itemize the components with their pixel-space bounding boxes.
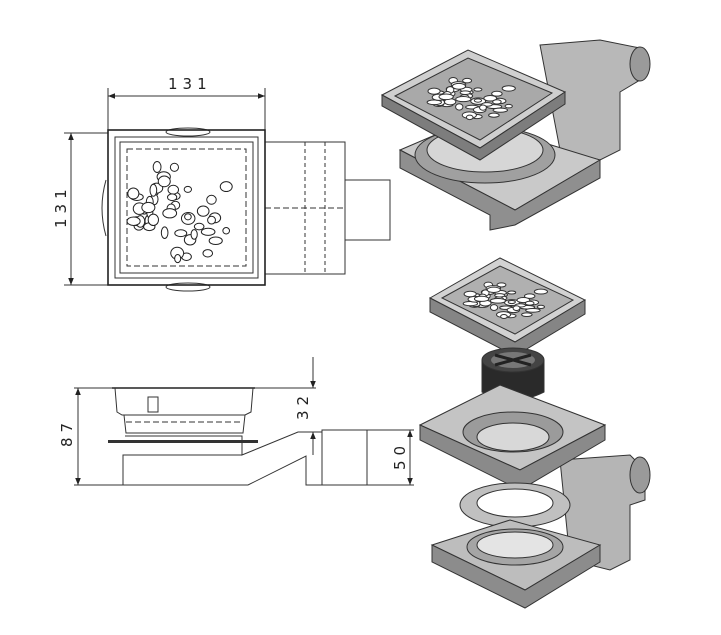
pebble-hole	[167, 184, 180, 195]
pebble-hole	[533, 288, 549, 295]
dimension-top-width: 131	[107, 75, 266, 130]
pebble-hole	[184, 213, 192, 221]
dimension-label-grate-depth: 32	[294, 391, 312, 420]
pebble-hole	[169, 162, 180, 172]
grate-pebble-pattern	[126, 161, 233, 264]
pebble-hole	[525, 307, 541, 313]
pebble-hole	[141, 201, 156, 214]
dimension-grate-depth: 32	[255, 357, 316, 455]
dimension-label-total-height: 87	[58, 418, 76, 447]
pebble-hole	[523, 293, 536, 299]
isometric-assembled-view	[380, 39, 651, 231]
pebble-hole	[160, 226, 169, 239]
pebble-hole	[507, 290, 517, 295]
pebble-hole	[491, 90, 503, 97]
grate-pebble-pattern	[462, 281, 549, 320]
pebble-hole	[492, 99, 502, 105]
pebble-hole	[483, 94, 498, 102]
pebble-hole	[196, 205, 210, 217]
pebble-hole	[536, 304, 546, 309]
pebble-hole	[126, 216, 141, 226]
pebble-hole	[489, 297, 506, 304]
pebble-hole	[463, 290, 477, 298]
isometric-exploded-view	[418, 257, 651, 609]
pebble-hole	[473, 295, 490, 302]
grate-pebble-pattern	[426, 77, 516, 121]
pebble-hole	[207, 215, 216, 225]
pebble-hole	[174, 253, 182, 264]
pebble-hole	[496, 282, 507, 288]
pebble-hole	[427, 87, 441, 95]
pebble-hole	[208, 236, 223, 246]
pebble-hole	[524, 300, 535, 306]
pebble-hole	[127, 187, 140, 200]
side-view: 87 32 50	[58, 357, 414, 486]
dimension-label-outlet-height: 50	[391, 441, 409, 470]
pebble-hole	[162, 208, 178, 219]
top-view: 131 131	[52, 75, 391, 292]
pebble-hole	[183, 185, 193, 193]
pebble-hole	[473, 87, 483, 92]
pebble-hole	[486, 286, 501, 293]
pebble-hole	[202, 249, 214, 258]
pebble-hole	[152, 161, 162, 173]
pebble-hole	[494, 293, 506, 298]
pebble-hole	[521, 312, 533, 318]
pebble-hole	[462, 77, 473, 84]
dimension-outlet-height: 50	[367, 429, 414, 486]
pebble-hole	[200, 227, 216, 236]
pebble-hole	[459, 90, 471, 96]
pebble-hole	[451, 82, 467, 90]
pebble-hole	[174, 229, 188, 238]
pebble-hole	[465, 114, 474, 121]
pebble-hole	[206, 194, 217, 205]
pebble-hole	[190, 229, 198, 240]
pebble-hole	[222, 227, 231, 235]
pebble-hole	[149, 183, 158, 197]
pebble-hole	[512, 305, 521, 312]
pebble-hole	[507, 300, 516, 305]
pebble-hole	[473, 98, 483, 103]
pebble-hole	[147, 213, 159, 227]
pebble-hole	[500, 313, 508, 320]
pebble-hole	[489, 304, 499, 311]
pebble-hole	[438, 93, 454, 101]
pebble-hole	[193, 222, 205, 231]
pebble-hole	[219, 181, 233, 193]
pebble-hole	[455, 103, 464, 111]
dimension-label-width: 131	[168, 75, 212, 93]
pebble-hole	[492, 107, 509, 113]
pebble-hole	[455, 96, 472, 103]
dimension-total-height: 87	[58, 387, 123, 486]
dimension-label-height: 131	[52, 184, 70, 228]
pebble-hole	[157, 175, 171, 188]
pebble-hole	[488, 112, 500, 118]
pebble-hole	[479, 104, 487, 111]
pebble-hole	[504, 103, 513, 109]
dimension-top-height: 131	[52, 132, 108, 286]
pebble-hole	[501, 85, 516, 92]
pebble-hole	[167, 193, 178, 202]
